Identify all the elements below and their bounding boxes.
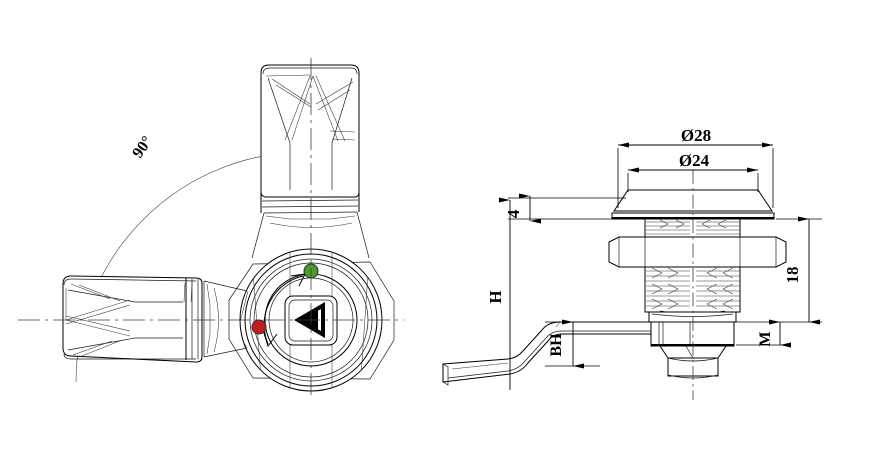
dimension-label-18: 18 xyxy=(783,267,802,284)
dimension-18: 18 xyxy=(736,216,822,325)
cam-lever-part xyxy=(442,321,652,386)
dimension-label-dia24: Ø24 xyxy=(679,151,710,170)
upper-thread-section xyxy=(644,218,741,243)
dimension-total-height-H: H xyxy=(486,197,511,390)
dimension-label-BH: BH xyxy=(548,333,565,357)
handle-left-position xyxy=(62,275,248,363)
dimension-dia28: Ø28 xyxy=(617,126,774,208)
angle-label-90: 90° xyxy=(129,133,156,161)
lower-body-part xyxy=(650,321,735,379)
dimension-cap-height-4: 4 xyxy=(504,193,626,224)
dimension-BH: BH xyxy=(545,319,651,369)
dimension-label-4: 4 xyxy=(504,209,523,218)
right-view-group: Ø28 Ø24 4 H xyxy=(442,126,822,400)
hex-nut-part xyxy=(608,236,787,268)
handle-upper-position xyxy=(251,64,370,259)
left-view-group: 90° xyxy=(18,58,404,400)
threaded-barrel-part xyxy=(644,266,741,323)
dimension-label-H: H xyxy=(486,290,505,303)
dimension-label-M: M xyxy=(757,331,774,346)
dimension-label-dia28: Ø28 xyxy=(681,126,711,145)
dimension-dia24: Ø24 xyxy=(627,151,759,192)
red-indicator-dot xyxy=(251,319,267,335)
dimension-M: M xyxy=(736,319,791,348)
